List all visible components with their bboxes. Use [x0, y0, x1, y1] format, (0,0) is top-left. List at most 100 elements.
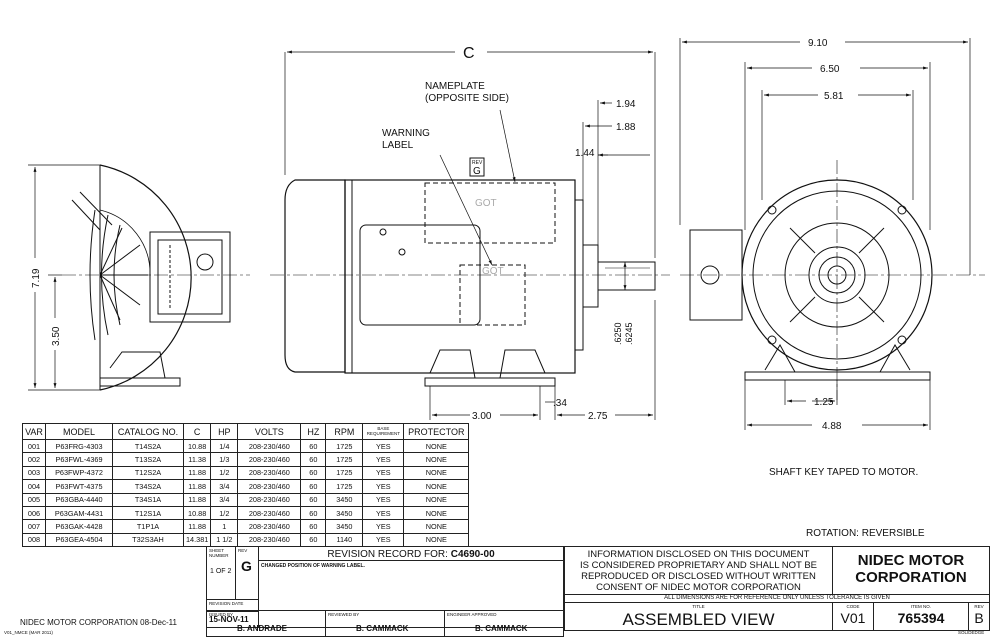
spec-cell-base: YES — [362, 519, 405, 534]
spec-cell-catalog: T1P1A — [112, 519, 184, 534]
spec-cell-protector: NONE — [403, 452, 470, 467]
col-model: MODEL — [45, 423, 113, 440]
spec-cell-base: YES — [362, 492, 405, 507]
code-value: V01 — [840, 609, 866, 626]
tb-rev-cell: REV B — [968, 601, 990, 631]
spec-cell-protector: NONE — [403, 438, 470, 454]
company-cell: NIDEC MOTOR CORPORATION — [832, 546, 990, 595]
spec-cell-base: YES — [362, 452, 405, 467]
spec-cell-hp: 3/4 — [210, 479, 239, 494]
rev-value: G — [241, 558, 252, 574]
spec-cell-model: P63FRG-4303 — [45, 438, 113, 454]
dim-1-25: 1.25 — [814, 397, 834, 408]
spec-cell-base: YES — [362, 479, 405, 494]
spec-cell-catalog: T32S3AH — [112, 532, 184, 548]
approved-by: B. CAMMACK — [475, 624, 528, 633]
approved-label: ENGINEER APPROVED — [447, 612, 497, 617]
revision-record-header: REVISION RECORD FOR: C4690-00 — [258, 546, 564, 561]
spec-cell-protector: NONE — [403, 505, 470, 521]
col-catalog: CATALOG NO. — [112, 423, 184, 440]
spec-cell-volts: 208-230/460 — [237, 519, 302, 534]
spec-cell-model: P63FWP-4372 — [45, 465, 113, 481]
disclosure-line-4: CONSENT OF NIDEC MOTOR CORPORATION — [596, 581, 801, 593]
col-volts: VOLTS — [237, 423, 302, 440]
item-cell: ITEM NO. 765394 — [873, 601, 969, 631]
spec-cell-base: YES — [362, 438, 405, 454]
rev-cell: REV G — [235, 546, 259, 600]
spec-table-header: VAR MODEL CATALOG NO. C HP VOLTS HZ RPM … — [22, 423, 470, 440]
shaft-end-view — [680, 160, 985, 400]
spec-cell-hz: 60 — [300, 479, 327, 494]
rotation-note: ROTATION: REVERSIBLE — [806, 528, 925, 539]
spec-cell-protector: NONE — [403, 492, 470, 507]
nameplate-ghost: GOT — [475, 198, 497, 209]
spec-cell-c: 10.88 — [182, 505, 212, 521]
rev-box-letter: G — [473, 166, 481, 177]
spec-cell-hz: 60 — [300, 452, 327, 467]
item-label: ITEM NO. — [911, 603, 931, 609]
spec-cell-c: 11.88 — [182, 465, 212, 481]
spec-cell-model: P63FWL-4369 — [45, 452, 113, 467]
dim-3-50: 3.50 — [51, 326, 62, 346]
spec-cell-hz: 60 — [300, 492, 327, 507]
spec-cell-volts: 208-230/460 — [237, 479, 302, 494]
footer-copyright: NIDEC MOTOR CORPORATION 08-Dec-11 — [20, 618, 177, 627]
spec-cell-model: P63FWT-4375 — [45, 479, 113, 494]
dim-1-44: 1.44 — [575, 148, 595, 159]
col-hp: HP — [210, 423, 239, 440]
date-label: REVISION DATE — [209, 601, 244, 606]
spec-cell-protector: NONE — [403, 465, 470, 481]
code-label: CODE — [846, 603, 860, 609]
spec-cell-hp: 3/4 — [210, 492, 239, 507]
rev-box-label: REV — [472, 160, 483, 166]
spec-cell-catalog: T14S2A — [112, 438, 184, 454]
spec-cell-rpm: 1725 — [325, 438, 364, 454]
reference-note: ALL DIMENSIONS ARE FOR REFERENCE ONLY UN… — [664, 594, 890, 601]
spec-cell-volts: 208-230/460 — [237, 465, 302, 481]
title-block: INFORMATION DISCLOSED ON THIS DOCUMENT I… — [564, 546, 990, 631]
spec-cell-hz: 60 — [300, 465, 327, 481]
spec-cell-volts: 208-230/460 — [237, 505, 302, 521]
disclosure-line-1: INFORMATION DISCLOSED ON THIS DOCUMENT — [587, 549, 810, 560]
spec-cell-rpm: 3450 — [325, 492, 364, 507]
spec-cell-hz: 60 — [300, 532, 327, 548]
spec-cell-rpm: 1725 — [325, 452, 364, 467]
reference-note-cell: ALL DIMENSIONS ARE FOR REFERENCE ONLY UN… — [564, 593, 990, 603]
title-cell: TITLE ASSEMBLED VIEW — [564, 601, 833, 631]
spec-cell-rpm: 1725 — [325, 465, 364, 481]
dimension-lines — [28, 38, 971, 430]
sheet-cell: SHEET NUMBER 1 OF 2 — [206, 546, 236, 600]
disclosure-line-2: IS CONSIDERED PROPRIETARY AND SHALL NOT … — [579, 559, 818, 571]
dim-shaft-min: .6245 — [624, 322, 634, 345]
issued-cell: ISSUED BY B. ANDRADE — [206, 610, 326, 637]
dim-2-75: 2.75 — [588, 411, 608, 422]
spec-cell-hp: 1 1/2 — [210, 532, 239, 548]
spec-cell-hz: 60 — [300, 438, 327, 454]
spec-cell-hp: 1/2 — [210, 505, 239, 521]
spec-cell-rpm: 1140 — [325, 532, 364, 548]
item-number: 765394 — [897, 609, 945, 626]
spec-cell-var: 007 — [22, 519, 46, 534]
shaft-key-note: SHAFT KEY TAPED TO MOTOR. — [769, 467, 918, 478]
code-cell: CODE V01 — [832, 601, 874, 631]
spec-cell-rpm: 1725 — [325, 479, 364, 494]
spec-cell-c: 11.88 — [182, 519, 212, 534]
spec-cell-catalog: T13S2A — [112, 452, 184, 467]
dim-4-88: 4.88 — [822, 421, 842, 432]
dim-3-00: 3.00 — [472, 411, 492, 422]
spec-cell-base: YES — [362, 532, 405, 548]
spec-cell-catalog: T12S2A — [112, 465, 184, 481]
spec-cell-var: 004 — [22, 479, 46, 494]
spec-cell-model: P63GAM-4431 — [45, 505, 113, 521]
company-name-2: CORPORATION — [855, 568, 967, 586]
model-spec-table: VAR MODEL CATALOG NO. C HP VOLTS HZ RPM … — [22, 423, 470, 548]
spec-cell-var: 001 — [22, 438, 46, 454]
spec-cell-c: 11.88 — [182, 479, 212, 494]
spec-cell-catalog: T34S2A — [112, 479, 184, 494]
dim-6-50: 6.50 — [820, 64, 840, 75]
dim-c: C — [463, 45, 475, 62]
